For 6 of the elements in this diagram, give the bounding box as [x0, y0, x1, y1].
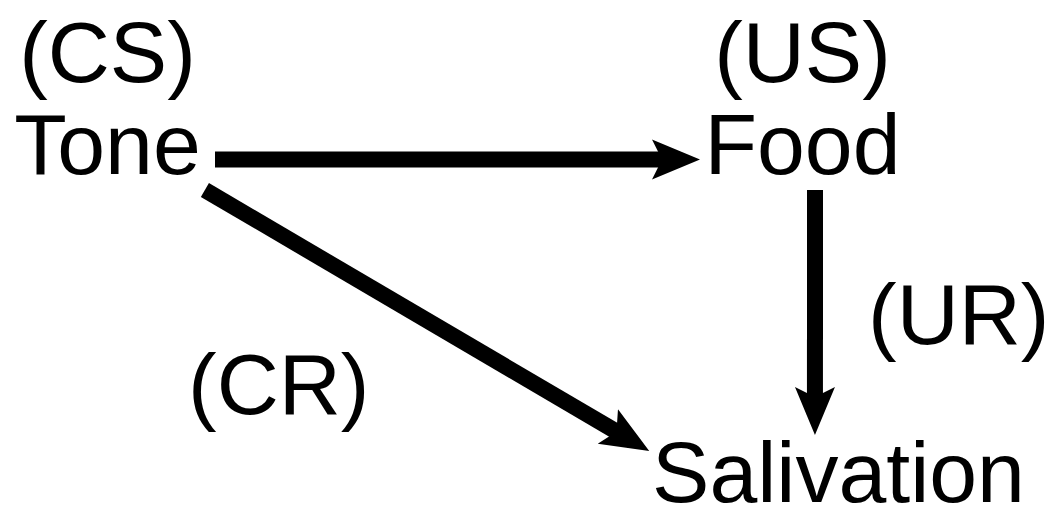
node-label: Salivation — [652, 426, 1025, 518]
node-label: (CS) — [19, 6, 196, 98]
arrow — [200, 183, 650, 451]
arrow — [794, 189, 835, 435]
node-label: (US) — [714, 6, 891, 98]
arrow — [215, 139, 700, 180]
